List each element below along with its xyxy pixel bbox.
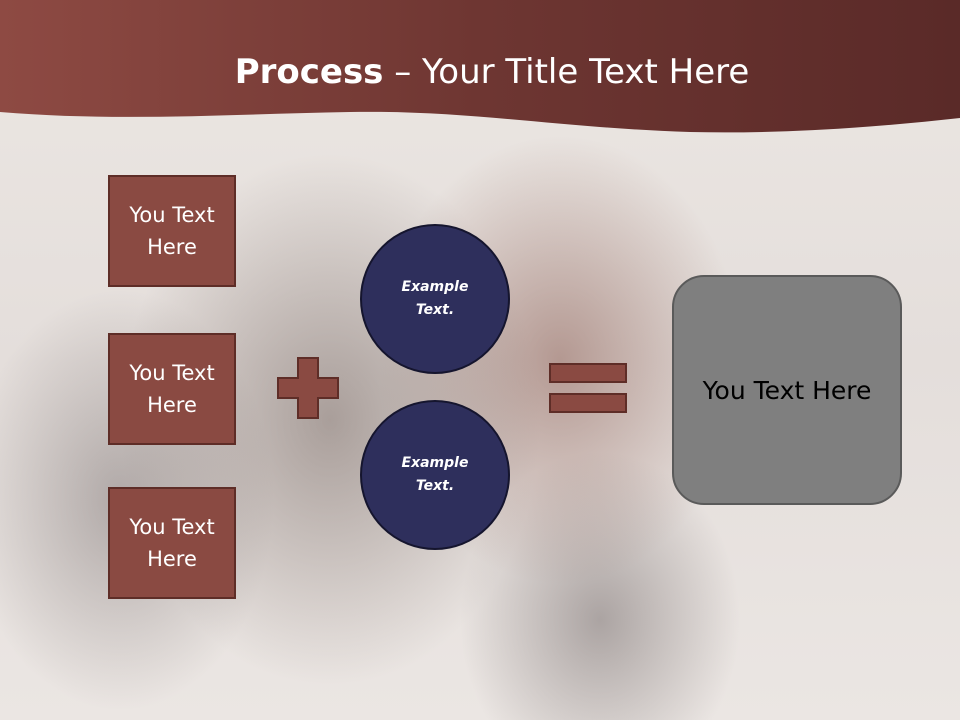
example-circle-2[interactable]: Example Text. [360, 400, 510, 550]
title-rest: – Your Title Text Here [383, 52, 750, 92]
slide-title: Process – Your Title Text Here [0, 52, 960, 92]
plus-icon [277, 357, 339, 419]
equals-icon [549, 363, 627, 413]
example-circle-2-label: Example Text. [401, 455, 469, 494]
title-bold: Process [234, 52, 384, 92]
text-box-2-label: You Text Here [129, 361, 215, 417]
text-box-3[interactable]: You Text Here [108, 487, 236, 599]
example-circle-1[interactable]: Example Text. [360, 224, 510, 374]
text-box-3-label: You Text Here [129, 515, 215, 571]
result-box[interactable]: You Text Here [672, 275, 902, 505]
title-banner [0, 0, 960, 133]
text-box-2[interactable]: You Text Here [108, 333, 236, 445]
text-box-1[interactable]: You Text Here [108, 175, 236, 287]
result-box-label: You Text Here [702, 375, 872, 405]
text-box-1-label: You Text Here [129, 203, 215, 259]
example-circle-1-label: Example Text. [401, 279, 469, 318]
